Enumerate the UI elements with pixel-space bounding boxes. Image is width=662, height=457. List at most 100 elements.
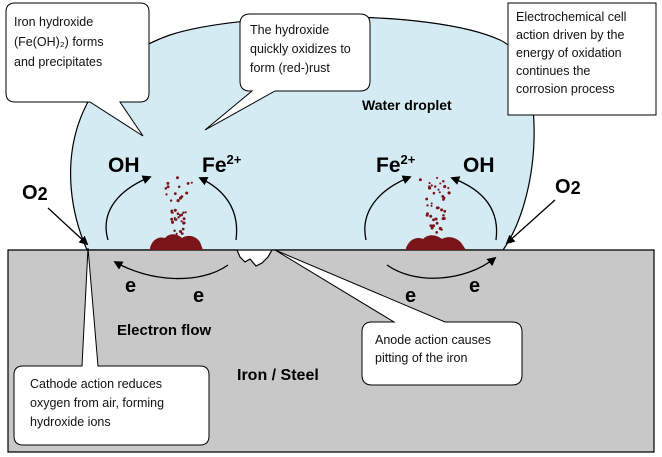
rust-particle xyxy=(173,192,177,196)
rust-particle xyxy=(166,185,170,189)
arrow-fe-left xyxy=(198,177,238,241)
oh-label-right: OH xyxy=(463,154,495,177)
rust-particle xyxy=(165,193,168,196)
callout-anode-line-1: Anode action causes xyxy=(375,333,491,347)
rust-particle xyxy=(447,187,450,190)
o2-left-symbol: O xyxy=(22,182,38,204)
rust-particle xyxy=(429,224,433,228)
callout-electrochemical-box xyxy=(507,2,657,116)
rust-particle xyxy=(439,182,442,185)
rust-particle xyxy=(430,184,433,187)
rust-particle xyxy=(428,182,431,185)
rust-particle xyxy=(443,209,447,213)
rust-particle xyxy=(170,220,175,224)
oh-label-left: OH xyxy=(108,154,140,177)
o2-left-sub: 2 xyxy=(38,184,48,204)
rust-particle xyxy=(190,181,193,184)
callout-hydroxide-oxidizes-bubble xyxy=(204,13,371,131)
rust-particle xyxy=(429,214,433,218)
fe-right-charge: 2+ xyxy=(401,152,416,167)
rust-particle xyxy=(183,222,186,225)
rust-particle xyxy=(176,199,180,203)
rust-particle xyxy=(173,218,177,221)
rust-particle xyxy=(432,191,436,195)
callout-electrochemical-line-1: Electrochemical cell xyxy=(516,10,626,24)
rust-particle xyxy=(182,217,186,221)
rust-particle xyxy=(176,212,180,216)
callout-electrochemical-line-5: corrosion process xyxy=(516,82,615,96)
o2-label-left: O2 xyxy=(22,182,48,204)
rust-particle xyxy=(173,216,176,219)
rust-particle xyxy=(447,191,451,195)
rust-particle xyxy=(430,204,433,207)
callout-iron-hydroxide-line-2: (Fe(OH)₂) forms xyxy=(14,35,104,49)
rust-particle xyxy=(440,208,444,212)
rust-particle xyxy=(440,228,443,231)
electron-label-2: e xyxy=(193,285,204,307)
rust-particle xyxy=(432,218,436,222)
rust-particle xyxy=(425,213,429,217)
rust-particle xyxy=(178,213,182,217)
fe-left-symbol: Fe xyxy=(202,154,227,177)
rust-particle xyxy=(433,185,437,188)
callout-iron-hydroxide-bubble xyxy=(5,2,150,137)
rust-particle xyxy=(436,176,439,179)
callout-iron-hydroxide-line-3: and precipitates xyxy=(14,55,102,69)
rust-particle xyxy=(186,181,190,185)
rust-particle xyxy=(164,187,168,190)
rust-particle xyxy=(184,211,187,214)
electron-flow-label: Electron flow xyxy=(117,322,212,339)
rust-particle xyxy=(426,204,429,207)
rust-particles-left xyxy=(164,176,193,238)
callout-hydroxide-oxidizes-line-2: quickly oxidizes to xyxy=(250,42,351,56)
rust-particle xyxy=(435,221,439,225)
rust-particle xyxy=(169,199,173,202)
rust-particle xyxy=(180,220,183,223)
rust-particle xyxy=(442,180,445,183)
rust-particle xyxy=(431,224,436,228)
rust-particle xyxy=(181,227,185,231)
rust-particle xyxy=(425,197,429,201)
rust-deposit-left xyxy=(150,234,203,250)
rust-particle xyxy=(180,195,184,198)
callout-electrochemical-line-3: energy of oxidation xyxy=(516,46,622,60)
rust-particle xyxy=(441,194,445,198)
arrow-o2-right xyxy=(505,199,556,245)
rust-particles-right xyxy=(418,176,451,234)
arrow-electron-right xyxy=(386,256,497,279)
rust-particle xyxy=(430,226,434,230)
o2-right-symbol: O xyxy=(555,176,571,198)
rust-particle xyxy=(173,229,176,233)
rust-particle xyxy=(177,216,180,219)
rust-particle xyxy=(434,217,438,221)
rust-particle xyxy=(178,229,183,234)
callout-iron-hydroxide-line-1: Iron hydroxide xyxy=(14,15,93,29)
o2-label-right: O2 xyxy=(555,176,581,198)
fe-label-right: Fe2+ xyxy=(376,152,416,177)
callout-hydroxide-oxidizes-line-1: The hydroxide xyxy=(250,23,329,37)
rust-particle xyxy=(166,181,170,185)
rust-particle xyxy=(175,232,178,235)
rust-particle xyxy=(170,209,174,213)
callout-texts: Iron hydroxide (Fe(OH)₂) forms and precipi… xyxy=(14,10,626,429)
callout-hydroxide-oxidizes-line-3: form (red-)rust xyxy=(250,61,330,75)
callout-anode-bubble xyxy=(274,249,523,386)
callout-electrochemical-line-2: action driven by the xyxy=(516,28,624,42)
callout-cathode-bubble xyxy=(13,247,210,446)
rust-particle xyxy=(185,191,189,195)
rust-particle xyxy=(442,214,445,217)
arrow-electron-left xyxy=(113,261,229,280)
o2-right-sub: 2 xyxy=(571,178,581,198)
rust-particle xyxy=(437,188,440,191)
rust-particle xyxy=(438,191,441,194)
electron-label-3: e xyxy=(405,285,416,307)
rust-particle xyxy=(428,186,432,190)
rust-particle xyxy=(418,178,422,182)
rust-particle xyxy=(176,176,179,180)
callout-electrochemical-line-4: continues the xyxy=(516,64,590,78)
arrow-fe-right xyxy=(364,175,412,241)
callout-cathode-line-2: oxygen from air, forming xyxy=(30,396,164,410)
rust-particle xyxy=(435,231,439,234)
iron-steel-label: Iron / Steel xyxy=(237,367,319,384)
